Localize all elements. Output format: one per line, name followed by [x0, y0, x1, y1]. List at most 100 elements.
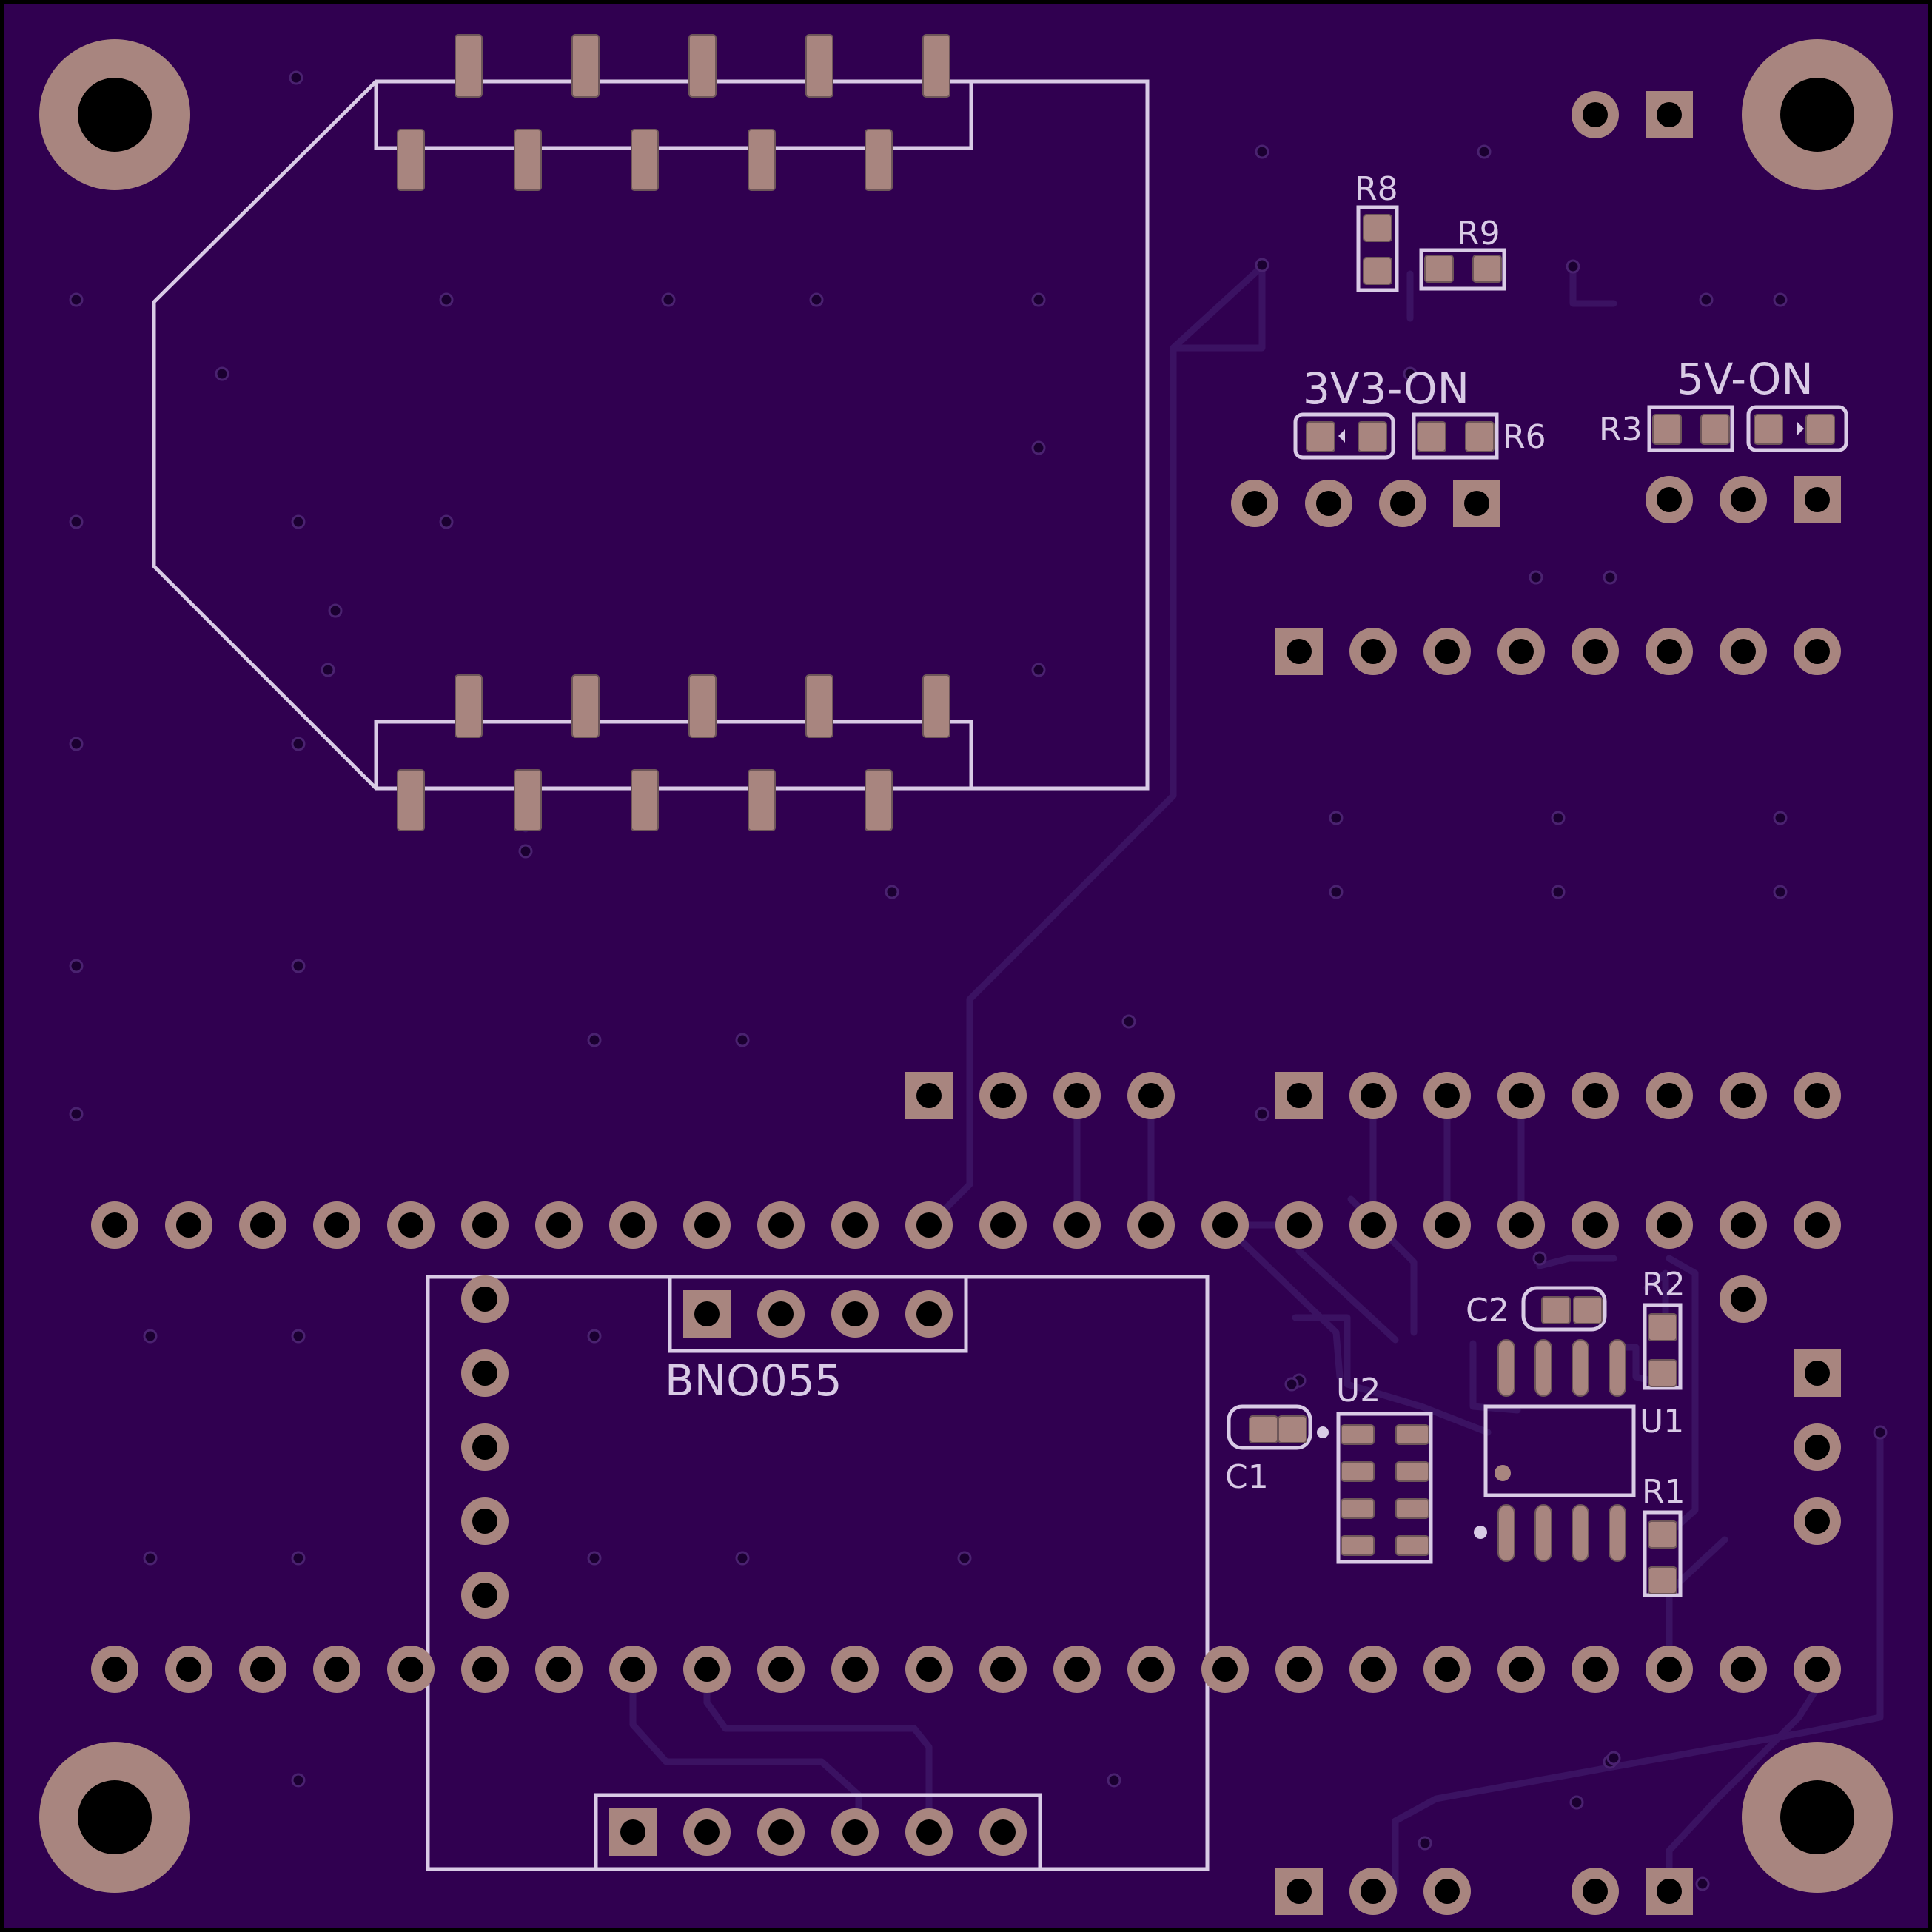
smd-pad: [688, 34, 717, 98]
via: [1255, 258, 1269, 272]
via: [518, 844, 533, 859]
drill-hole: [1509, 1212, 1534, 1238]
mounting-holes: [39, 39, 1893, 1893]
via: [885, 885, 899, 899]
drill-hole: [694, 1819, 720, 1845]
c2-outline: [1521, 1286, 1607, 1332]
drill-hole: [1657, 1657, 1682, 1682]
drill-hole: [1287, 1083, 1312, 1108]
drill-hole: [1657, 1879, 1682, 1904]
vias: [69, 70, 1888, 1891]
via: [1695, 1876, 1710, 1891]
smd-pad: [1754, 414, 1783, 445]
smd-pad: [1648, 1359, 1677, 1387]
via: [69, 1107, 84, 1121]
drill-hole: [1064, 1083, 1090, 1108]
smd-pad: [631, 769, 659, 831]
smd-pad: [1534, 1504, 1552, 1562]
smd-pad: [455, 34, 483, 98]
drill-hole: [1435, 1212, 1460, 1238]
drill-hole: [1509, 639, 1534, 664]
silk-marks: [1317, 422, 1804, 1539]
copper-traces: [522, 263, 1884, 1895]
via: [1569, 1795, 1584, 1810]
smd-pad: [688, 674, 717, 738]
smd-pad: [1363, 214, 1392, 242]
via: [1551, 885, 1566, 899]
smd-pads: [397, 34, 1835, 1594]
smd-pad: [514, 129, 542, 191]
drill-hole: [1287, 1879, 1312, 1904]
smd-pad: [397, 129, 425, 191]
drill-hole: [916, 1819, 942, 1845]
drill-hole: [1805, 1657, 1830, 1682]
via: [439, 514, 454, 529]
smd-pad: [1648, 1313, 1677, 1341]
drill-hole: [1361, 1083, 1386, 1108]
silk-labels: BNO055 U1 U2 C1 C2 R1 R2 R3 R6 R8 R9 3V3…: [665, 170, 1814, 1511]
r3-outline: [1647, 405, 1734, 452]
drill-hole: [842, 1657, 868, 1682]
drill-hole: [916, 1657, 942, 1682]
via: [1773, 811, 1788, 825]
led-3v3-outline: [1293, 412, 1395, 460]
label-r2: R2: [1642, 1266, 1686, 1304]
smd-pad: [1465, 421, 1495, 452]
drill-hole: [1805, 1361, 1830, 1386]
label-r1: R1: [1642, 1473, 1686, 1511]
drill-hole: [1583, 102, 1608, 127]
smd-pad: [748, 769, 776, 831]
smd-pad: [1700, 414, 1730, 445]
via: [291, 1551, 306, 1566]
drill-hole: [1805, 1509, 1830, 1534]
via: [1773, 885, 1788, 899]
drill-hole: [916, 1301, 942, 1326]
drill-hole: [472, 1583, 497, 1608]
drill-hole: [398, 1212, 423, 1238]
drill-hole: [1657, 487, 1682, 512]
drill-hole: [1138, 1083, 1164, 1108]
via: [1477, 144, 1492, 159]
drill-hole: [546, 1212, 571, 1238]
drill-hole: [250, 1657, 275, 1682]
drill-hole: [472, 1509, 497, 1534]
drill-hole: [1287, 639, 1312, 664]
label-3v3-on: 3V3-ON: [1303, 363, 1469, 414]
drill-hole: [1435, 1083, 1460, 1108]
drill-hole: [842, 1301, 868, 1326]
drill-hole: [1657, 1212, 1682, 1238]
led-5v-outline: [1746, 405, 1848, 452]
via: [1773, 292, 1788, 307]
label-5v-on: 5V-ON: [1677, 354, 1814, 404]
drill-hole: [1657, 1083, 1682, 1108]
via: [1603, 570, 1617, 585]
drill-hole: [1731, 1657, 1756, 1682]
via: [1873, 1425, 1888, 1440]
drill-hole: [1731, 1287, 1756, 1312]
drill-hole: [1316, 491, 1341, 516]
u2-outline: [1336, 1412, 1433, 1564]
drill-hole: [398, 1657, 423, 1682]
smd-pad: [1341, 1535, 1375, 1556]
drill-hole: [1361, 1657, 1386, 1682]
drill-hole: [472, 1361, 497, 1386]
mounting-hole: [1780, 1780, 1854, 1854]
drill-hole: [472, 1435, 497, 1460]
via: [1566, 259, 1580, 274]
smd-pad: [1534, 1339, 1552, 1397]
via: [1255, 144, 1269, 159]
drill-hole: [250, 1212, 275, 1238]
r2-outline: [1643, 1303, 1683, 1390]
smd-pad: [1417, 421, 1446, 452]
drill-hole: [1138, 1657, 1164, 1682]
smd-pad: [865, 769, 893, 831]
via: [1329, 811, 1344, 825]
smd-pad: [922, 34, 950, 98]
drill-hole: [1242, 491, 1267, 516]
drill-hole: [1583, 1212, 1608, 1238]
drill-hole: [1731, 639, 1756, 664]
drill-hole: [842, 1212, 868, 1238]
drill-hole: [472, 1212, 497, 1238]
via: [143, 1551, 158, 1566]
